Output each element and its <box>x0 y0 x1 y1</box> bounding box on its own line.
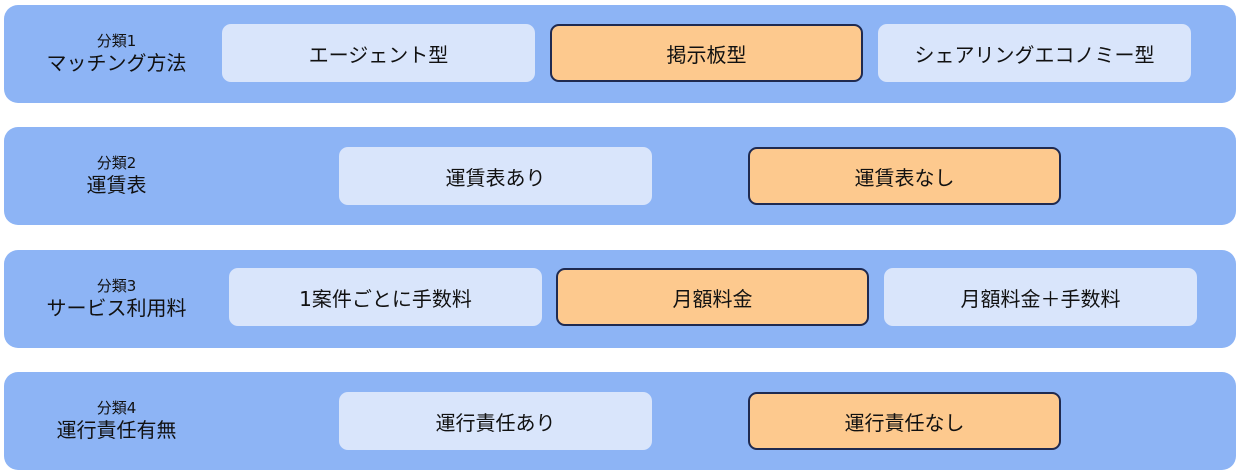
option-fare-table-no-selected: 運賃表なし <box>748 147 1061 205</box>
category-title: マッチング方法 <box>46 50 187 75</box>
option-sharing-economy: シェアリングエコノミー型 <box>878 24 1191 82</box>
category-row-3: 分類3 サービス利用料 1案件ごとに手数料 月額料金 月額料金＋手数料 <box>4 250 1236 348</box>
category-label: 分類4 運行責任有無 <box>4 372 229 470</box>
category-title: サービス利用料 <box>46 295 187 320</box>
category-label: 分類2 運賃表 <box>4 127 229 225</box>
category-number: 分類1 <box>96 32 137 51</box>
category-number: 分類3 <box>96 277 137 296</box>
option-operation-responsibility-no-selected: 運行責任なし <box>748 392 1061 450</box>
category-label: 分類3 サービス利用料 <box>4 250 229 348</box>
category-row-2: 分類2 運賃表 運賃表あり 運賃表なし <box>4 127 1236 225</box>
option-fare-table-yes: 運賃表あり <box>339 147 652 205</box>
option-operation-responsibility-yes: 運行責任あり <box>339 392 652 450</box>
option-per-case-fee: 1案件ごとに手数料 <box>229 268 542 326</box>
option-agent: エージェント型 <box>222 24 535 82</box>
category-row-1: 分類1 マッチング方法 エージェント型 掲示板型 シェアリングエコノミー型 <box>4 5 1236 103</box>
option-bulletin-board-selected: 掲示板型 <box>550 24 863 82</box>
option-monthly-fee-selected: 月額料金 <box>556 268 869 326</box>
category-number: 分類2 <box>96 154 137 173</box>
category-label: 分類1 マッチング方法 <box>4 5 229 103</box>
category-title: 運賃表 <box>86 172 147 197</box>
category-row-4: 分類4 運行責任有無 運行責任あり 運行責任なし <box>4 372 1236 470</box>
category-number: 分類4 <box>96 399 137 418</box>
category-title: 運行責任有無 <box>56 417 177 442</box>
option-monthly-plus-fee: 月額料金＋手数料 <box>884 268 1197 326</box>
